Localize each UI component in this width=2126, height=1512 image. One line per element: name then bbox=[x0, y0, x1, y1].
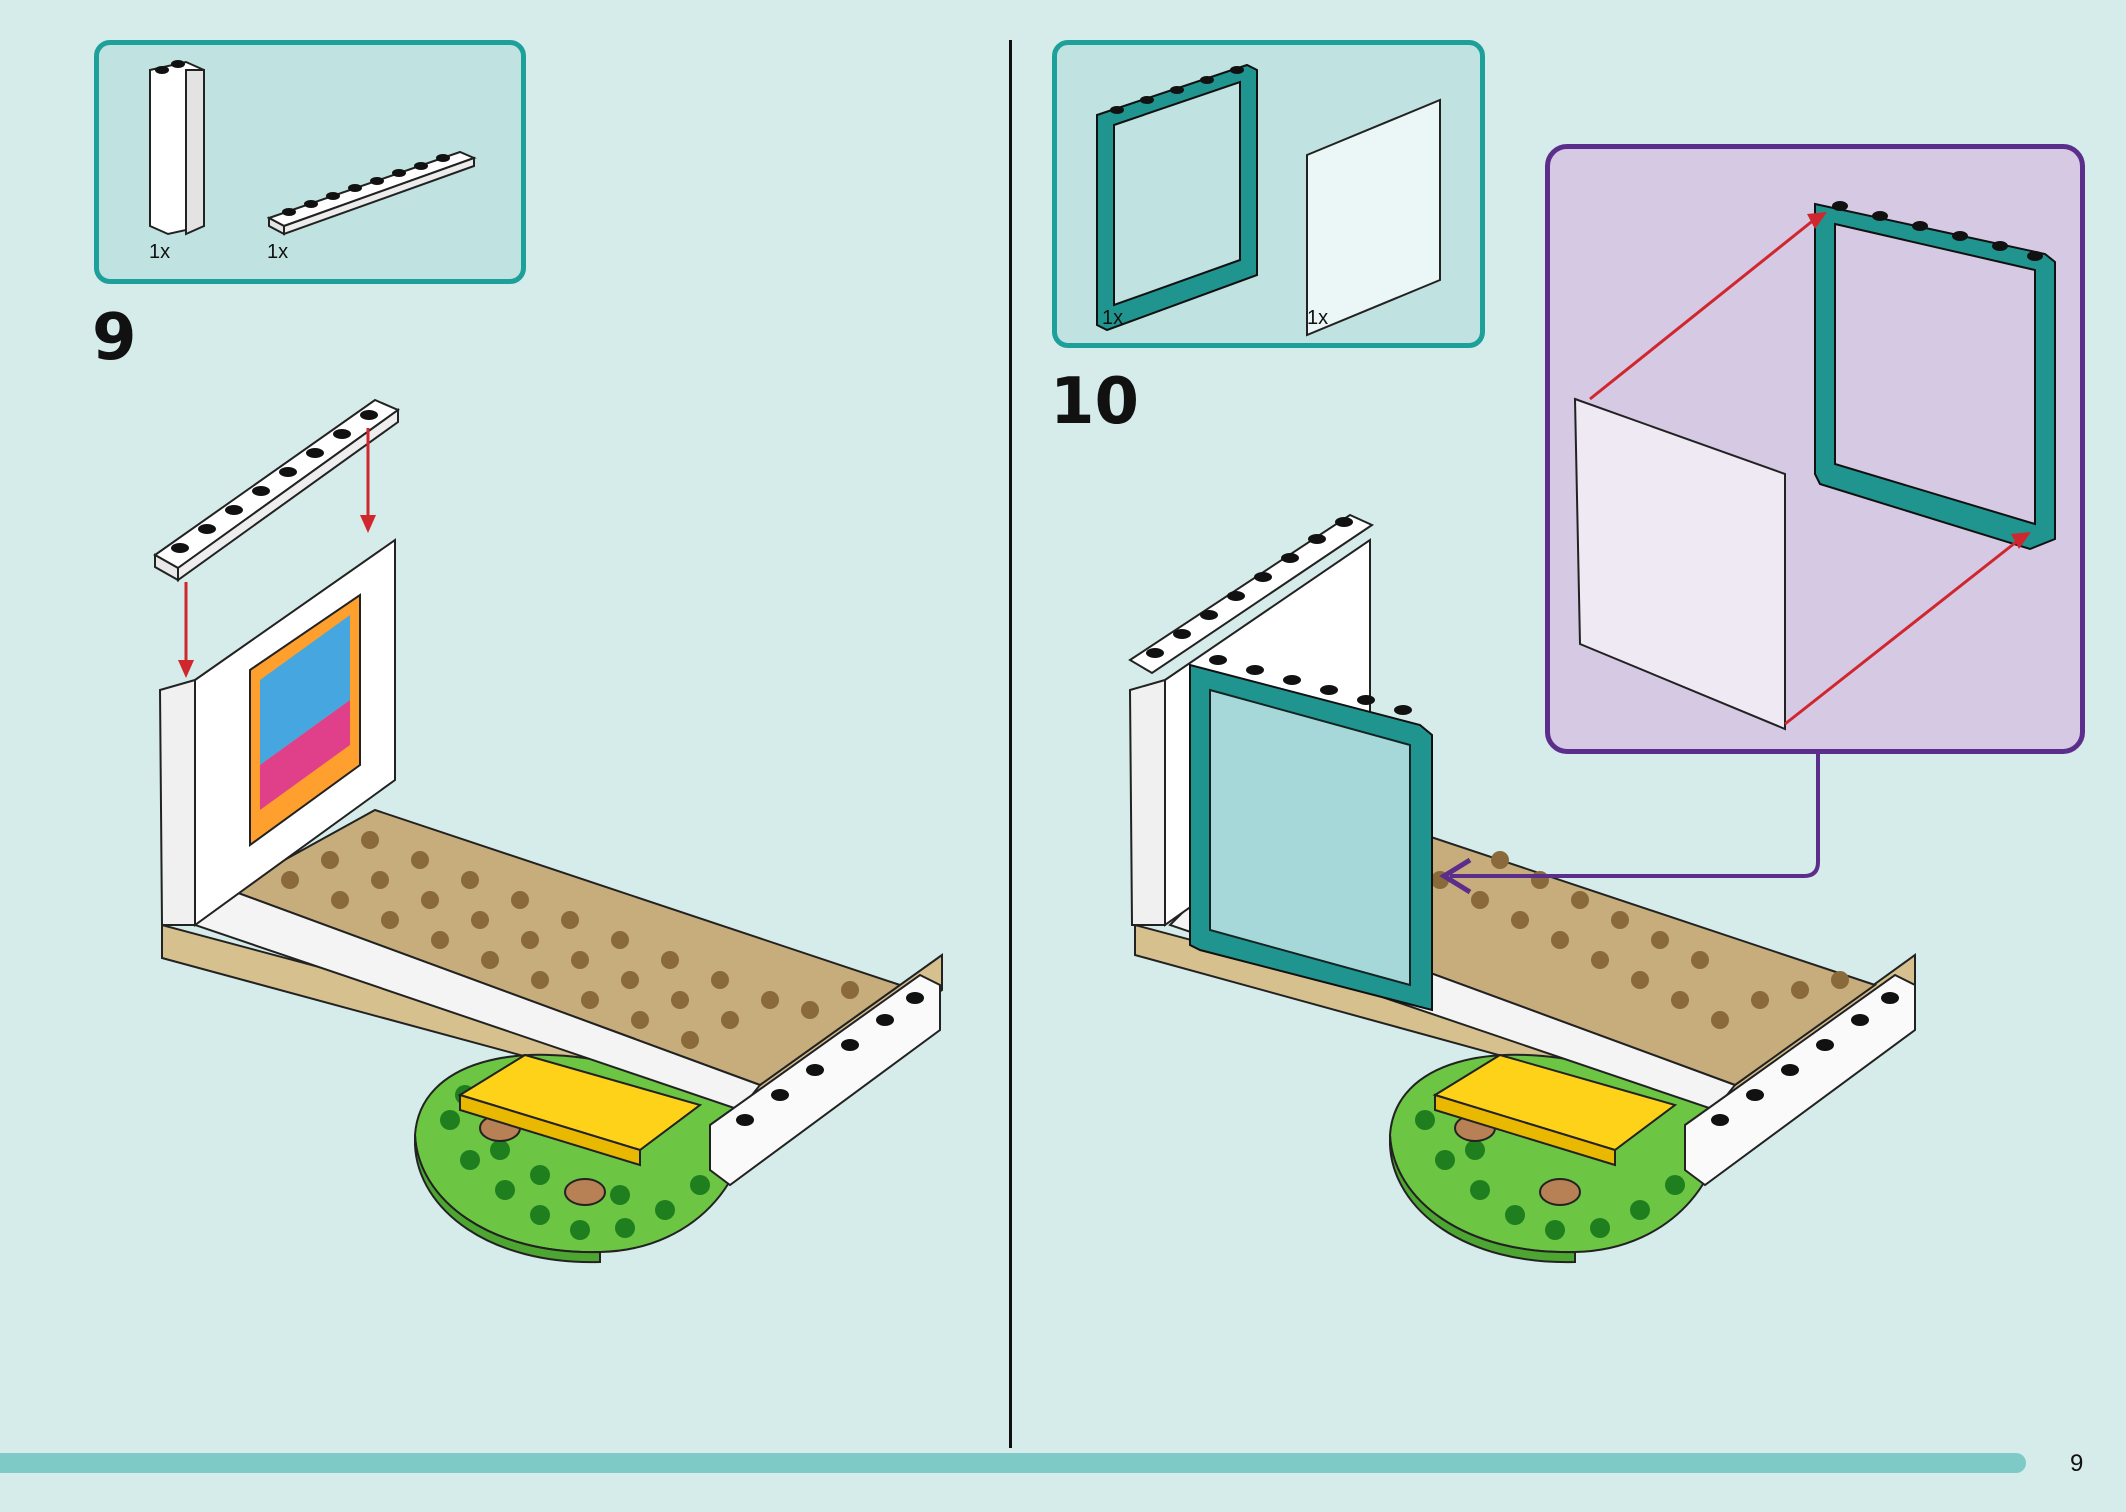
white-tall-brick-icon bbox=[149, 60, 205, 236]
assembly-callout bbox=[1545, 144, 2085, 754]
step-9-model-illustration bbox=[153, 398, 943, 1264]
parts-box-step-10: 1x 1x bbox=[1052, 40, 1485, 348]
page-number: 9 bbox=[2070, 1450, 2084, 1477]
glass-pane-icon bbox=[1306, 98, 1441, 337]
white-long-plate-icon bbox=[266, 150, 477, 236]
part-quantity: 1x bbox=[267, 241, 289, 263]
footer-bar bbox=[0, 1453, 2026, 1473]
page-divider bbox=[1009, 40, 1012, 1448]
step-number: 10 bbox=[1050, 365, 1140, 439]
teal-window-frame-icon bbox=[1096, 63, 1258, 332]
parts-box-step-9: 1x 1x bbox=[94, 40, 526, 284]
part-quantity: 1x bbox=[1307, 307, 1329, 329]
part-quantity: 1x bbox=[1102, 307, 1124, 329]
callout-illustration bbox=[1573, 201, 2056, 731]
step-number: 9 bbox=[92, 301, 137, 375]
step-10-model-illustration bbox=[1128, 513, 1916, 1264]
part-quantity: 1x bbox=[149, 241, 171, 263]
